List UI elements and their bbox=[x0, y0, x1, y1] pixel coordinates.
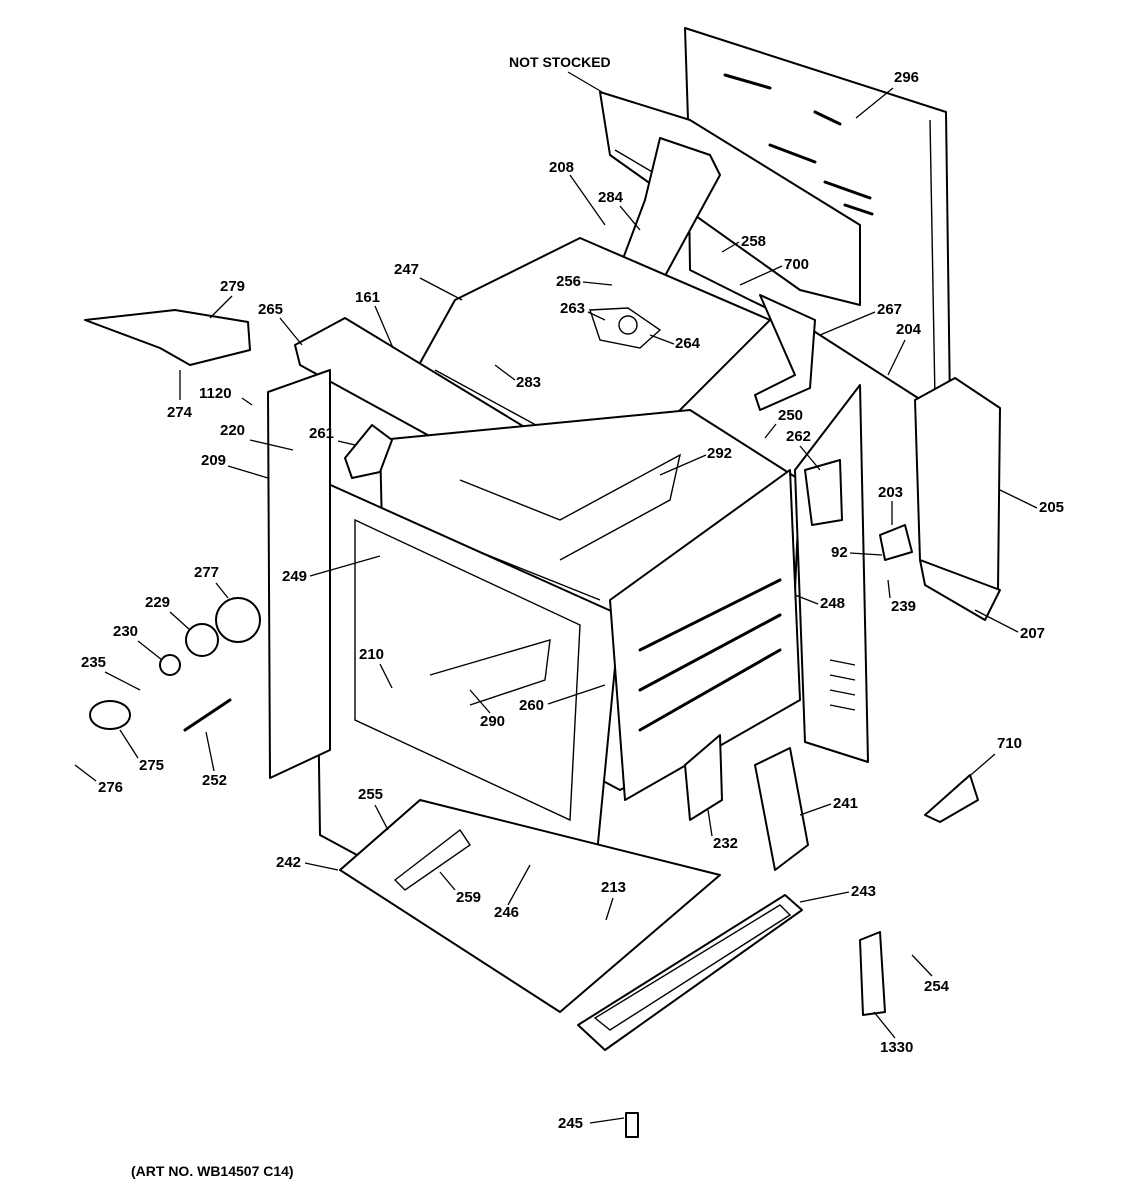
callout-92: 92 bbox=[831, 544, 848, 561]
callout-279: 279 bbox=[220, 278, 245, 295]
callout-275: 275 bbox=[139, 757, 164, 774]
callout-208: 208 bbox=[549, 159, 574, 176]
rear-trim-strip bbox=[754, 294, 816, 411]
callout-283: 283 bbox=[516, 374, 541, 391]
callout-267: 267 bbox=[877, 301, 902, 318]
insulation-261 bbox=[344, 424, 393, 479]
callout-205: 205 bbox=[1039, 499, 1064, 516]
callout-260: 260 bbox=[519, 697, 544, 714]
leveling-leg bbox=[625, 1112, 639, 1138]
callout-290: 290 bbox=[480, 713, 505, 730]
callout-243: 243 bbox=[851, 883, 876, 900]
bottom-panel bbox=[339, 799, 721, 1013]
art-number-caption: (ART NO. WB14507 C14) bbox=[131, 1163, 294, 1179]
hinge-bracket-710 bbox=[924, 774, 979, 823]
broil-element bbox=[459, 453, 682, 561]
oven-light-assembly bbox=[89, 597, 261, 730]
callout-242: 242 bbox=[276, 854, 301, 871]
side-panel-ribbed bbox=[609, 469, 801, 801]
callout-296: 296 bbox=[894, 69, 919, 86]
callout-265: 265 bbox=[258, 301, 283, 318]
callout-161: 161 bbox=[355, 289, 380, 306]
callout-249: 249 bbox=[282, 568, 307, 585]
callout-710: 710 bbox=[997, 735, 1022, 752]
callout-252: 252 bbox=[202, 772, 227, 789]
callout-276: 276 bbox=[98, 779, 123, 796]
callout-247: 247 bbox=[394, 261, 419, 278]
terminal-block bbox=[879, 524, 913, 561]
callout-204: 204 bbox=[896, 321, 922, 338]
callout-210: 210 bbox=[359, 646, 384, 663]
callout-248: 248 bbox=[820, 595, 845, 612]
callout-213: 213 bbox=[601, 879, 626, 896]
right-bracket-panel bbox=[914, 377, 1001, 621]
callout-1330: 1330 bbox=[880, 1039, 913, 1056]
callout-229: 229 bbox=[145, 594, 170, 611]
callout-241: 241 bbox=[833, 795, 858, 812]
left-side-panel bbox=[267, 369, 331, 779]
callout-235: 235 bbox=[81, 654, 106, 671]
callout-262: 262 bbox=[786, 428, 811, 445]
not-stocked-note: NOT STOCKED bbox=[509, 54, 611, 70]
door-lock-mechanism bbox=[84, 309, 251, 366]
callout-1120: 1120 bbox=[199, 385, 232, 402]
base-rail bbox=[577, 894, 803, 1051]
callout-239: 239 bbox=[891, 598, 916, 615]
callout-284: 284 bbox=[598, 189, 624, 206]
callout-259: 259 bbox=[456, 889, 481, 906]
callout-254: 254 bbox=[924, 978, 950, 995]
callout-264: 264 bbox=[675, 335, 701, 352]
callout-246: 246 bbox=[494, 904, 519, 921]
callout-209: 209 bbox=[201, 452, 226, 469]
callout-292: 292 bbox=[707, 445, 732, 462]
callout-274: 274 bbox=[167, 404, 193, 421]
conduit-bracket-262 bbox=[804, 459, 843, 526]
callout-263: 263 bbox=[560, 300, 585, 317]
sensor-probe bbox=[183, 698, 232, 732]
callout-230: 230 bbox=[113, 623, 138, 640]
callout-256: 256 bbox=[556, 273, 581, 290]
bake-element bbox=[429, 639, 551, 706]
callout-220: 220 bbox=[220, 422, 245, 439]
callout-203: 203 bbox=[878, 484, 903, 501]
callout-labels: 296 208 284 258 700 256 263 264 247 161 … bbox=[74, 69, 1064, 1132]
callout-255: 255 bbox=[358, 786, 383, 803]
callout-232: 232 bbox=[713, 835, 738, 852]
callout-258: 258 bbox=[741, 233, 766, 250]
callout-700: 700 bbox=[784, 256, 809, 273]
callout-250: 250 bbox=[778, 407, 803, 424]
callout-261: 261 bbox=[309, 425, 334, 442]
leveling-leg-bracket bbox=[754, 747, 809, 871]
bracket-1330 bbox=[859, 931, 886, 1016]
callout-207: 207 bbox=[1020, 625, 1045, 642]
callout-245: 245 bbox=[558, 1115, 583, 1132]
gas-bracket-232 bbox=[684, 734, 723, 821]
callout-277: 277 bbox=[194, 564, 219, 581]
